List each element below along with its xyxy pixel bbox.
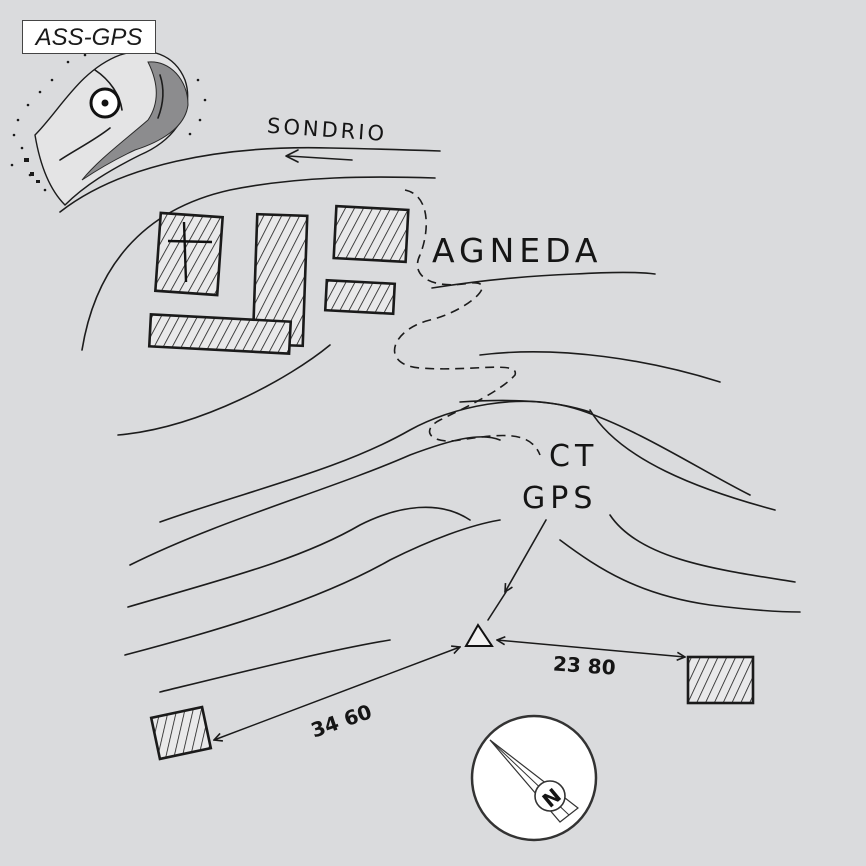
compass-north-icon: N bbox=[470, 714, 598, 842]
distance-label-left: 34 60 bbox=[308, 699, 375, 742]
building bbox=[323, 278, 397, 316]
road-sondrio bbox=[59, 146, 441, 351]
station-pointer-arrow bbox=[487, 519, 547, 621]
road-direction-arrow bbox=[285, 149, 353, 163]
building bbox=[147, 312, 293, 356]
cross-icon bbox=[167, 221, 213, 283]
triangle-icon bbox=[464, 623, 494, 647]
building bbox=[153, 211, 225, 297]
contour-lines bbox=[117, 271, 801, 693]
station-label-gps: GPS bbox=[522, 481, 597, 516]
station-label-ct: CT bbox=[549, 439, 598, 474]
circle-dot-icon bbox=[89, 87, 121, 119]
building bbox=[149, 705, 213, 761]
distance-line-left bbox=[214, 647, 460, 740]
village-label: AGNEDA bbox=[432, 231, 603, 270]
distance-label-right: 23 80 bbox=[552, 651, 616, 679]
footpath bbox=[393, 189, 541, 456]
map-title: ASS-GPS bbox=[22, 20, 156, 54]
building bbox=[332, 204, 410, 264]
buildings bbox=[147, 204, 755, 761]
distance-line-right bbox=[497, 640, 685, 657]
building bbox=[686, 655, 755, 705]
rock-outcrop bbox=[10, 50, 207, 206]
road-label: SONDRIO bbox=[266, 114, 387, 146]
